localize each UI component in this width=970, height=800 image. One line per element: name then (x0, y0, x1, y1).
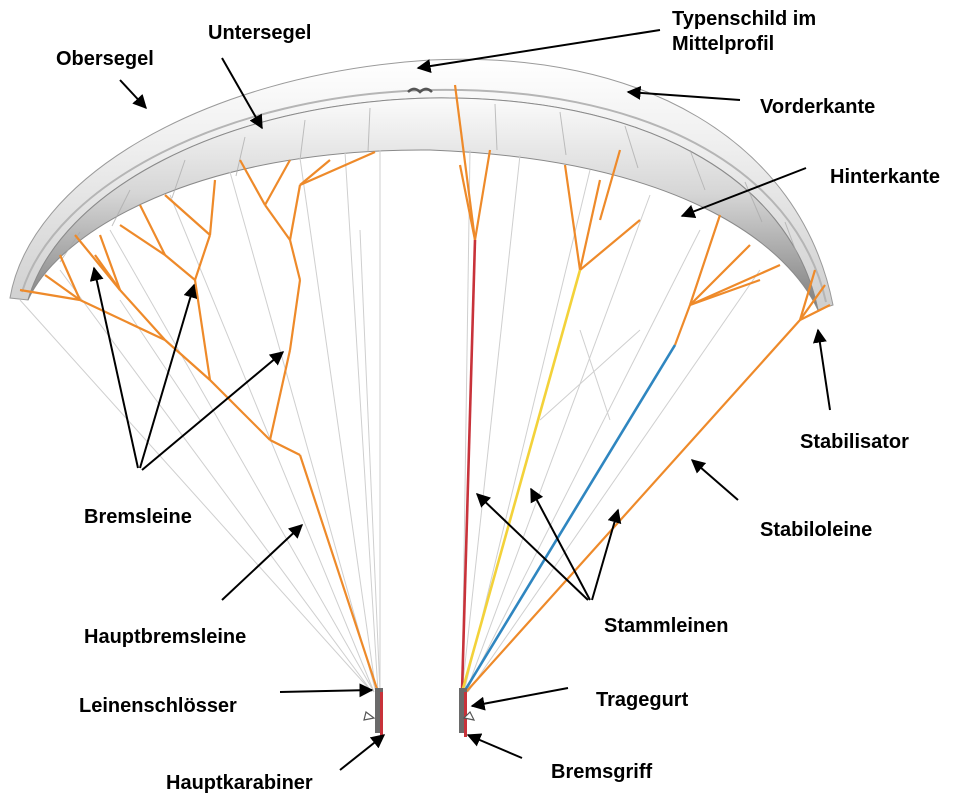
suspension-lines (19, 149, 761, 693)
arrow-bremsleine-2 (139, 283, 198, 469)
label-untersegel: Untersegel (208, 22, 312, 44)
label-bremsleine: Bremsleine (84, 506, 192, 528)
brake-handle-left-icon (363, 710, 376, 721)
brake-lines (19, 150, 380, 693)
label-bremsgriff: Bremsgriff (551, 761, 653, 783)
label-obersegel: Obersegel (56, 48, 154, 70)
annotation-arrows (89, 29, 831, 771)
arrow-hauptkarabiner (339, 734, 386, 771)
arrow-bremsleine-1 (89, 266, 139, 469)
arrow-untersegel (221, 57, 263, 130)
logo-icon (407, 87, 433, 94)
arrow-bremsleine-3 (141, 351, 285, 471)
riser-left (363, 688, 383, 737)
arrow-obersegel (119, 79, 147, 110)
arrow-stammleinen-2 (530, 487, 591, 601)
main-line-yellow (460, 269, 582, 693)
right-cascades (453, 84, 831, 346)
label-hauptbremsleine: Hauptbremsleine (84, 626, 247, 648)
main-line-blue (462, 344, 677, 693)
arrow-hinterkante (680, 167, 807, 218)
arrow-stammleinen-1 (475, 493, 589, 601)
label-stabiloleine: Stabiloleine (760, 519, 873, 541)
label-stammleinen: Stammleinen (604, 615, 729, 637)
label-hinterkante: Hinterkante (830, 166, 941, 188)
label-leinenschloesser: Leinenschlösser (79, 695, 237, 717)
label-vorderkante: Vorderkante (760, 96, 876, 118)
riser-right (459, 688, 476, 737)
arrow-hauptbremsleine (221, 524, 304, 601)
stabilo-line (465, 319, 801, 693)
label-typenschild-line1: Typenschild im (672, 8, 817, 30)
arrow-vorderkante (626, 85, 741, 101)
label-typenschild: Typenschild im Mittelprofil (672, 7, 816, 57)
arrow-bremsgriff (466, 733, 523, 759)
label-stabilisator: Stabilisator (800, 431, 909, 453)
label-tragegurt: Tragegurt (596, 689, 689, 711)
main-line-red (460, 239, 477, 693)
arrow-stammleinen-3 (591, 508, 622, 601)
arrow-stabiloleine (690, 459, 739, 501)
arrow-typenschild (416, 29, 661, 73)
arrow-stabilisator (812, 328, 831, 411)
label-typenschild-line2: Mittelprofil (672, 33, 775, 55)
arrow-tragegurt (470, 687, 569, 711)
arrow-leinenschloesser (279, 683, 374, 698)
label-hauptkarabiner: Hauptkarabiner (166, 772, 313, 794)
brake-handle-right-icon (462, 710, 476, 721)
